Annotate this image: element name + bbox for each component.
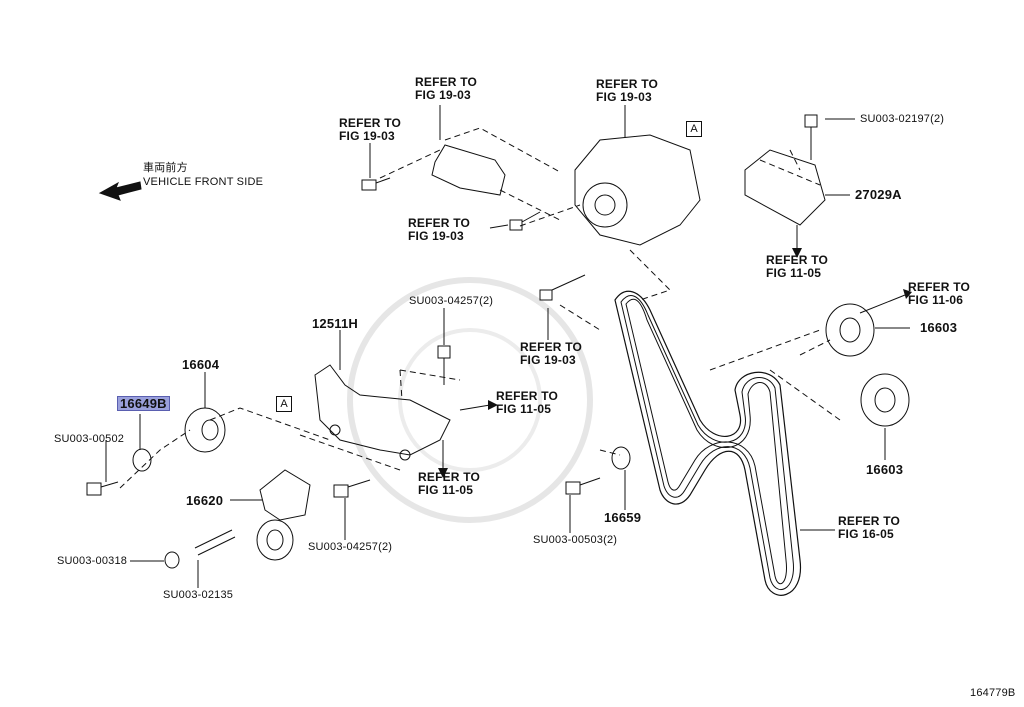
part-label-su003-02197[interactable]: SU003-02197(2) <box>860 113 945 125</box>
part-label-12511h[interactable]: 12511H <box>312 316 359 331</box>
alternator-cover <box>431 144 506 196</box>
tensioner-16620 <box>259 469 311 521</box>
part-label-16603[interactable]: 16603 <box>920 320 958 335</box>
part-label-16649b[interactable]: 16649B <box>117 396 170 411</box>
front-note-en: VEHICLE FRONT SIDE <box>143 176 264 188</box>
drive-belt <box>614 290 802 596</box>
part-label-16620[interactable]: 16620 <box>186 493 224 508</box>
reference-marker-a: A <box>686 121 702 137</box>
part-label-su003-00318[interactable]: SU003-00318 <box>57 555 128 567</box>
cover-27029a <box>744 149 826 226</box>
part-label-16603[interactable]: 16603 <box>866 462 904 477</box>
part-label-su003-00502[interactable]: SU003-00502 <box>54 433 125 445</box>
part-label-su003-04257[interactable]: SU003-04257(2) <box>409 295 494 307</box>
idler-pulley-16603-lower <box>860 373 910 427</box>
part-label-16659[interactable]: 16659 <box>604 510 642 525</box>
part-label-su003-00503[interactable]: SU003-00503(2) <box>533 534 618 546</box>
idler-pulley-16603-upper <box>825 303 875 357</box>
reference-marker-a: A <box>276 396 292 412</box>
watermark-emblem <box>347 277 593 523</box>
dust-seal-16659 <box>611 446 631 470</box>
diagram-id: 164779B <box>970 687 1016 699</box>
o-ring-icon <box>164 551 180 569</box>
alternator <box>574 134 701 246</box>
part-label-16604[interactable]: 16604 <box>182 357 220 372</box>
front-arrow-icon <box>98 181 142 201</box>
idler-pulley-16604 <box>184 407 226 453</box>
front-note-jp: 車両前方 <box>143 162 188 174</box>
washer-16649b <box>132 448 152 472</box>
part-label-27029a[interactable]: 27029A <box>855 187 902 202</box>
part-label-su003-02135[interactable]: SU003-02135 <box>163 589 234 601</box>
bolt-icons <box>86 114 818 556</box>
part-label-su003-04257[interactable]: SU003-04257(2) <box>308 541 393 553</box>
bracket-12511h <box>314 364 451 456</box>
